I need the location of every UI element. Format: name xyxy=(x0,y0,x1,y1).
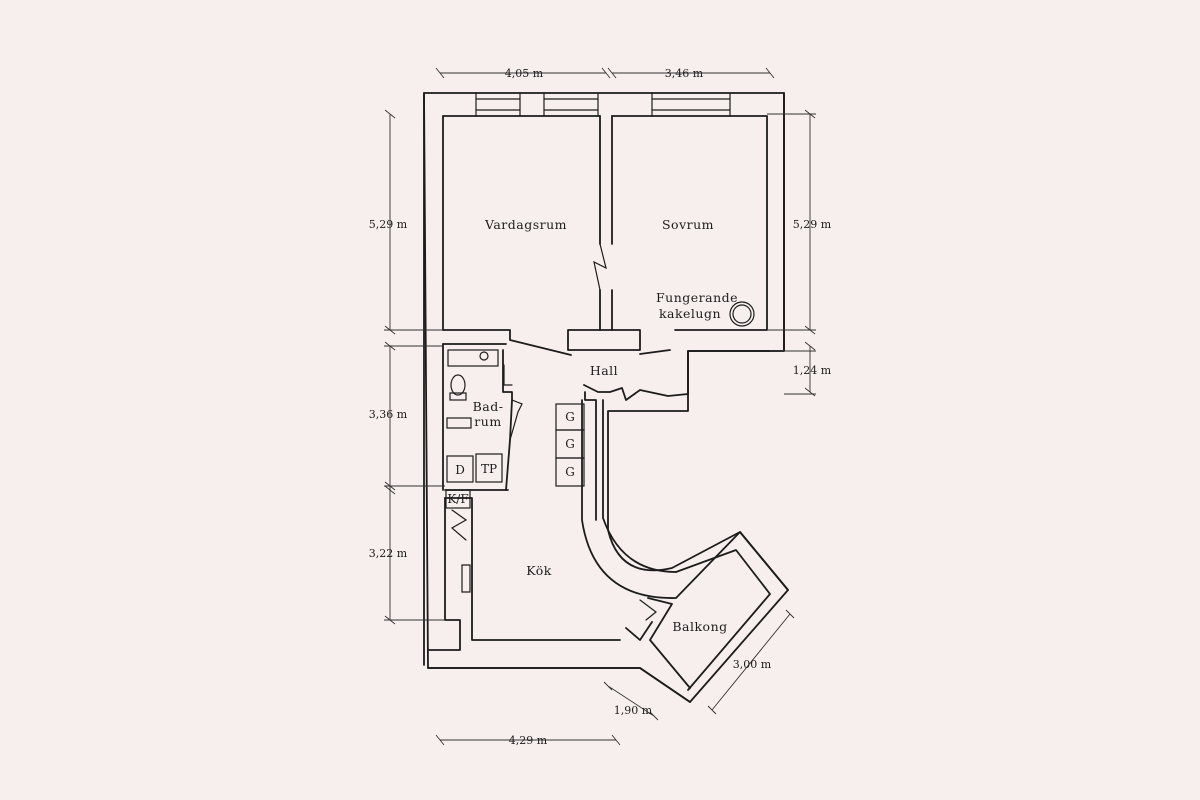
stove-symbol-icon xyxy=(450,509,468,541)
partition-walls xyxy=(427,115,691,703)
wardrobe-label-3: G xyxy=(565,465,575,479)
top-wall xyxy=(423,92,785,666)
bathroom-sink xyxy=(447,349,499,367)
wardrobe-label-1: G xyxy=(565,410,575,424)
kitchen-fixtures xyxy=(445,403,585,593)
room-labels: Vardagsrum Sovrum Fungerande kakelugn Ha… xyxy=(473,217,738,634)
dryer-box xyxy=(446,455,474,483)
outer-walls xyxy=(423,92,789,703)
living-room-label: Vardagsrum xyxy=(484,217,567,232)
dim-top-left: 4,05 m xyxy=(505,67,544,80)
dimension-labels: 4,05 m 3,46 m 5,29 m 5,29 m 1,24 m 3,36 … xyxy=(369,67,832,747)
dim-right-top: 5,29 m xyxy=(793,218,832,231)
wardrobe-3 xyxy=(555,457,585,487)
dim-bottom: 4,29 m xyxy=(509,734,548,747)
dim-balcony-short: 1,90 m xyxy=(614,704,653,717)
bathroom-label-line2: rum xyxy=(474,414,501,429)
curved-wall xyxy=(581,399,789,691)
dim-left-bottom: 3,22 m xyxy=(369,547,408,560)
fixture-labels: D TP K/F G G G xyxy=(447,410,574,506)
toilet-tank xyxy=(449,392,467,401)
fridge-freezer-label: K/F xyxy=(447,492,468,506)
stove-label-line2: kakelugn xyxy=(659,306,721,321)
wardrobe-label-2: G xyxy=(565,437,575,451)
hall-label: Hall xyxy=(590,363,618,378)
dim-right-step: 1,24 m xyxy=(793,364,832,377)
dim-left-mid: 3,36 m xyxy=(369,408,408,421)
dimension-lines xyxy=(384,67,816,746)
dim-balcony-long: 3,00 m xyxy=(733,658,772,671)
dim-top-right: 3,46 m xyxy=(665,67,704,80)
dim-left-top: 5,29 m xyxy=(369,218,408,231)
bedroom-label: Sovrum xyxy=(662,217,714,232)
tiled-stove-icon xyxy=(729,301,755,327)
toilet-icon xyxy=(450,374,466,396)
stove-label-line1: Fungerande xyxy=(656,290,738,305)
dryer-label: D xyxy=(455,463,465,477)
washer-label: TP xyxy=(481,462,497,476)
kitchen-label: Kök xyxy=(526,563,552,578)
tiled-stove xyxy=(729,301,755,327)
bathroom-label-line1: Bad- xyxy=(473,399,504,414)
fridge-freezer-box xyxy=(445,489,471,509)
sink-basin-icon xyxy=(479,351,489,361)
balcony-label: Balkong xyxy=(672,619,727,634)
bathroom-fixtures xyxy=(446,349,513,483)
washer-box xyxy=(475,453,503,483)
bathroom-shelf xyxy=(446,417,472,429)
